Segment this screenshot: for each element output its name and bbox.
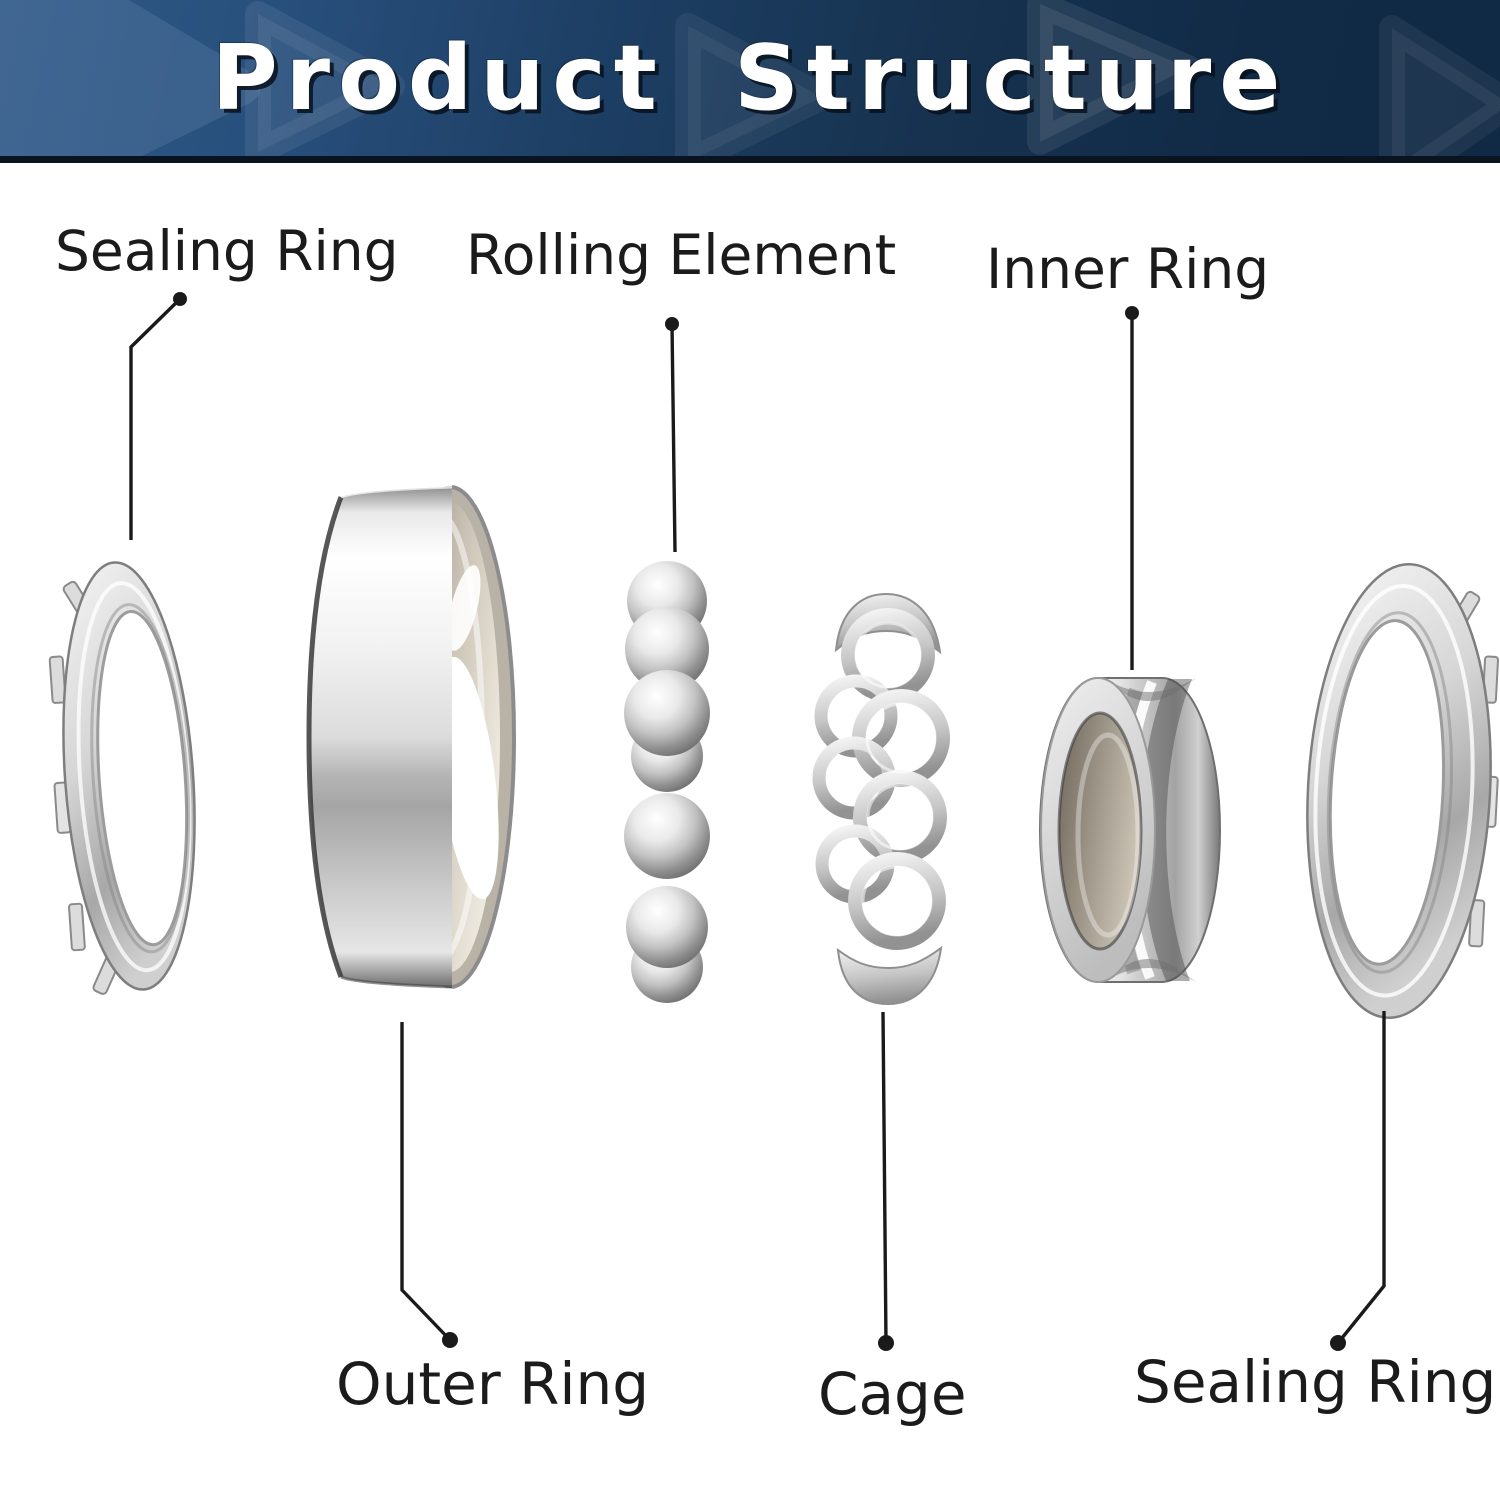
inner-ring-graphic — [1039, 677, 1221, 983]
label-sealing-ring-top: Sealing Ring — [55, 219, 399, 283]
outer-ring-graphic — [306, 485, 517, 989]
banner: Product Structure — [0, 0, 1500, 163]
cage-graphic — [812, 592, 950, 1006]
leader-inner-ring — [1125, 306, 1139, 670]
label-inner-ring: Inner Ring — [986, 237, 1270, 301]
label-cage: Cage — [818, 1360, 967, 1428]
leader-outer-ring — [400, 1022, 458, 1348]
sealing-ring-left-graphic — [48, 561, 196, 995]
leader-sealing-ring-top — [129, 292, 187, 540]
leader-sealing-ring-bottom — [1330, 1011, 1386, 1351]
label-outer-ring: Outer Ring — [336, 1350, 650, 1418]
rolling-element-graphic — [624, 561, 710, 1003]
label-sealing-ring-bottom: Sealing Ring — [1134, 1348, 1497, 1416]
sealing-ring-right-graphic — [1306, 563, 1499, 1019]
page-title: Product Structure — [211, 25, 1289, 131]
leader-rolling-element — [665, 317, 679, 553]
leader-cage — [878, 1011, 894, 1351]
banner-triangles-decoration — [0, 0, 1500, 163]
label-rolling-element: Rolling Element — [466, 223, 897, 287]
